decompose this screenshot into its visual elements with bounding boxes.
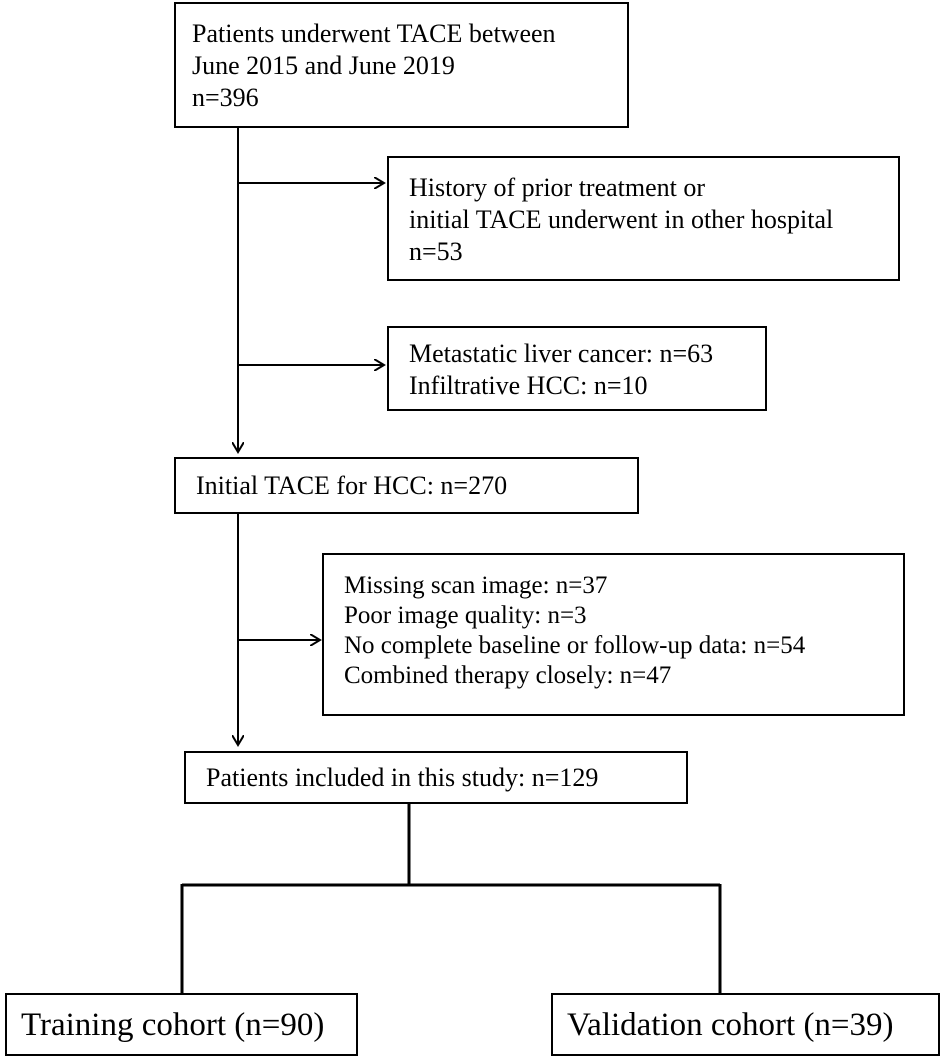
box-text-line: Validation cohort (n=39): [567, 1007, 894, 1043]
box-exclusion-missing-data: Missing scan image: n=37 Poor image qual…: [322, 553, 905, 716]
box-text-line: Metastatic liver cancer: n=63: [409, 339, 714, 368]
box-text-line: Training cohort (n=90): [21, 1007, 325, 1043]
box-validation-cohort: Validation cohort (n=39): [551, 993, 940, 1056]
box-text-line: Combined therapy closely: n=47: [344, 662, 672, 689]
box-text-line: n=53: [409, 237, 463, 266]
box-text-line: Infiltrative HCC: n=10: [409, 371, 648, 400]
box-text-line: initial TACE underwent in other hospital: [409, 205, 834, 234]
box-text-line: Missing scan image: n=37: [344, 572, 608, 599]
box-training-cohort: Training cohort (n=90): [5, 993, 358, 1056]
box-text-line: Initial TACE for HCC: n=270: [196, 471, 508, 500]
box-exclusion-prior-treatment: History of prior treatment or initial TA…: [387, 156, 900, 281]
box-text-line: June 2015 and June 2019: [192, 51, 455, 80]
box-screened-patients: Patients underwent TACE between June 201…: [174, 2, 629, 128]
box-initial-tace: Initial TACE for HCC: n=270: [174, 457, 639, 514]
box-text-line: Patients included in this study: n=129: [206, 763, 599, 792]
box-text-line: Poor image quality: n=3: [344, 602, 587, 629]
box-included-patients: Patients included in this study: n=129: [184, 751, 688, 804]
box-text-line: Patients underwent TACE between: [192, 19, 556, 48]
box-text-line: n=396: [192, 83, 259, 112]
box-exclusion-metastatic: Metastatic liver cancer: n=63 Infiltrati…: [387, 326, 767, 411]
box-text-line: No complete baseline or follow-up data: …: [344, 632, 806, 659]
box-text-line: History of prior treatment or: [409, 173, 706, 202]
